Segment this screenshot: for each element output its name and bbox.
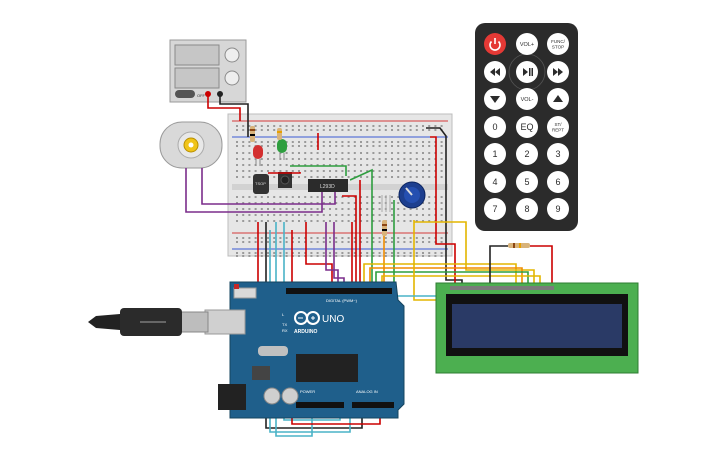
dc-motor[interactable]	[159, 121, 223, 169]
wires	[185, 94, 553, 437]
remote-button-play-pause[interactable]	[516, 61, 538, 83]
remote-button-0[interactable]: 0	[484, 116, 506, 138]
remote-button-7[interactable]: 7	[484, 198, 506, 220]
usb-cable	[88, 308, 246, 336]
arduino-digital-label: DIGITAL (PWM~)	[326, 298, 358, 303]
remote-button-label: 5	[524, 177, 529, 187]
arduino-power-label: POWER	[300, 389, 315, 394]
remote-button-6[interactable]: 6	[547, 171, 569, 193]
remote-button-power[interactable]	[484, 33, 506, 55]
remote-button-4[interactable]: 4	[484, 171, 506, 193]
remote-button-label: 4	[492, 177, 497, 187]
rewind-icon	[490, 68, 500, 76]
remote-button-up[interactable]	[547, 88, 569, 110]
remote-button-label: 3	[555, 149, 560, 159]
remote-button-rewind[interactable]	[484, 61, 506, 83]
resistor-1	[250, 126, 255, 142]
arduino-analog-label: ANALOG IN	[356, 389, 378, 394]
push-button[interactable]	[278, 172, 292, 188]
remote-button-label: 2	[524, 149, 529, 159]
remote-button-label: 8	[524, 204, 529, 214]
arduino-model-label: UNO	[322, 314, 344, 325]
power-supply-button-label: OFF	[197, 93, 206, 98]
remote-button-label: 1	[492, 149, 497, 159]
remote-button-vol[interactable]: VOL-	[516, 88, 538, 110]
green-led	[277, 139, 287, 160]
remote-button-label: 0	[492, 122, 497, 132]
remote-button-8[interactable]: 8	[516, 198, 538, 220]
remote-button-vol[interactable]: VOL+	[516, 33, 538, 55]
remote-button-label: 7	[492, 204, 497, 214]
down-icon	[490, 96, 500, 103]
fast-forward-icon	[553, 68, 563, 76]
remote-button-down[interactable]	[484, 88, 506, 110]
remote-button-label: REPT	[552, 128, 564, 133]
remote-button-label: FUNC/	[551, 39, 565, 44]
arduino-led-l-label: L	[282, 312, 285, 317]
remote-button-9[interactable]: 9	[547, 198, 569, 220]
l293d-chip: L293D	[308, 179, 348, 192]
remote-button-5[interactable]: 5	[516, 171, 538, 193]
remote-button-func-stop[interactable]: FUNC/STOP	[547, 33, 569, 55]
ir-receiver: TSOP	[253, 174, 269, 194]
power-supply[interactable]: OFF	[169, 39, 247, 103]
power-icon	[489, 38, 501, 51]
remote-button-label: VOL-	[521, 97, 534, 103]
lcd-display	[435, 282, 639, 374]
remote-button-3[interactable]: 3	[547, 143, 569, 165]
remote-button-fast-forward[interactable]	[547, 61, 569, 83]
remote-button-label: 9	[555, 204, 560, 214]
arduino-brand-label: ARDUINO	[294, 329, 317, 335]
remote-button-label: STOP	[552, 45, 564, 50]
arduino-logo-icon	[294, 311, 320, 325]
red-led	[253, 145, 263, 166]
remote-button-grid: VOL+ FUNC/STOP VOL- 0 EQ ST/REPT 1 2 3 4 5 6 7 8 9	[484, 33, 569, 220]
arduino-led-rx-label: RX	[282, 328, 288, 333]
remote-button-1[interactable]: 1	[484, 143, 506, 165]
l293d-chip-label: L293D	[320, 184, 335, 190]
ir-receiver-label: TSOP	[255, 181, 266, 186]
potentiometer[interactable]	[398, 181, 426, 209]
remote-button-eq[interactable]: EQ	[516, 116, 538, 138]
arduino-uno[interactable]: ARDUINO UNO DIGITAL (PWM~) POWER ANALOG …	[218, 281, 405, 419]
remote-button-label: EQ	[520, 122, 533, 132]
remote-button-label: ST/	[554, 122, 562, 127]
up-icon	[553, 95, 563, 102]
resistor-2	[277, 128, 282, 140]
photo-sensor	[381, 195, 391, 212]
resistor-3	[382, 220, 387, 236]
remote-button-2[interactable]: 2	[516, 143, 538, 165]
remote-button-label: 6	[555, 177, 560, 187]
play-pause-icon	[523, 68, 533, 76]
remote-button-st-rept[interactable]: ST/REPT	[547, 116, 569, 138]
arduino-led-tx-label: TX	[282, 322, 287, 327]
lcd-pins	[450, 286, 554, 290]
remote-button-label: VOL+	[520, 42, 534, 48]
resistor-4	[508, 243, 530, 248]
